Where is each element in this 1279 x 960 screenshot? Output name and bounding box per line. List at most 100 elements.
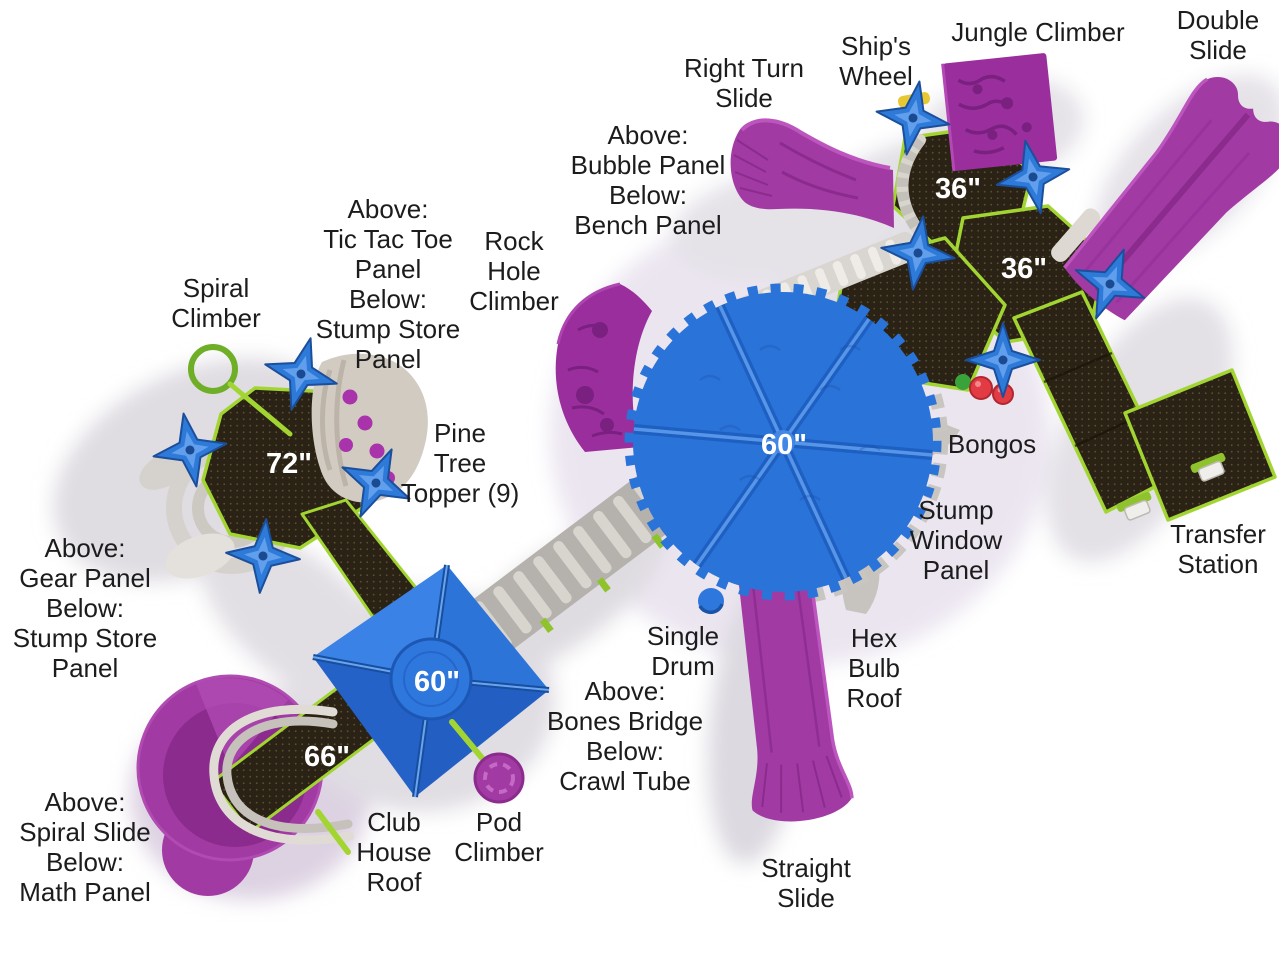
label-single-drum: Single Drum [647, 621, 719, 681]
transfer-station-platform [1123, 368, 1277, 522]
svg-text:Stump Store: Stump Store [13, 623, 158, 653]
size-36-upper: 36" [935, 173, 981, 205]
label-bones-bridge-crawl-tube: Above: Bones Bridge Below: Crawl Tube [547, 676, 703, 796]
size-72: 72" [266, 448, 312, 480]
label-tic-tac-toe-panel: Above: Tic Tac Toe Panel Below: Stump St… [316, 194, 461, 374]
jungle-climber-panel [941, 53, 1058, 172]
label-gear-stump-store-panel: Above: Gear Panel Below: Stump Store Pan… [13, 533, 158, 683]
club-house-roof [312, 564, 550, 798]
svg-text:Station: Station [1178, 549, 1259, 579]
svg-text:Above:: Above: [585, 676, 666, 706]
svg-text:Pod: Pod [476, 807, 522, 837]
svg-text:Math Panel: Math Panel [19, 877, 151, 907]
hub-roof-underrim [804, 393, 949, 604]
svg-text:Crawl Tube: Crawl Tube [559, 766, 691, 796]
size-66-bridge: 66" [304, 741, 350, 773]
svg-text:Straight: Straight [761, 853, 851, 883]
svg-text:Club: Club [367, 807, 420, 837]
label-right-turn-slide: Right Turn Slide [684, 53, 804, 113]
svg-text:Roof: Roof [367, 867, 423, 897]
hex-bulb-roof [624, 283, 942, 601]
svg-text:Double: Double [1177, 5, 1259, 35]
svg-text:Wheel: Wheel [839, 61, 913, 91]
label-bubble-bench-panel: Above: Bubble Panel Below: Bench Panel [571, 120, 726, 240]
label-ships-wheel: Ship's Wheel [839, 31, 913, 91]
size-60-club-roof: 60" [414, 666, 460, 698]
size-60-hex-roof: 60" [761, 429, 807, 461]
spiral-climber [188, 344, 293, 437]
svg-text:Climber: Climber [469, 286, 559, 316]
svg-text:Stump: Stump [918, 495, 993, 525]
svg-text:Bongos: Bongos [948, 429, 1036, 459]
svg-text:Stump Store: Stump Store [316, 314, 461, 344]
svg-text:Bubble Panel: Bubble Panel [571, 150, 726, 180]
svg-text:Slide: Slide [1189, 35, 1247, 65]
svg-text:Hole: Hole [487, 256, 540, 286]
svg-text:Bench Panel: Bench Panel [574, 210, 721, 240]
label-bongos: Bongos [948, 429, 1036, 459]
svg-text:Climber: Climber [171, 303, 261, 333]
single-drum [698, 588, 724, 615]
svg-text:Panel: Panel [923, 555, 990, 585]
svg-text:Above:: Above: [348, 194, 429, 224]
label-club-house-roof: Club House Roof [356, 807, 431, 897]
callout-labels: Right Turn Slide Ship's Wheel Jungle Cli… [13, 5, 1267, 913]
svg-text:Single: Single [647, 621, 719, 651]
svg-text:Above:: Above: [45, 787, 126, 817]
label-pine-tree-topper: Pine Tree Topper (9) [401, 418, 520, 508]
svg-text:Ship's: Ship's [841, 31, 911, 61]
svg-text:Jungle Climber: Jungle Climber [951, 17, 1125, 47]
rock-climber-tan [311, 353, 428, 503]
svg-text:Below:: Below: [46, 593, 124, 623]
svg-text:Tree: Tree [434, 448, 487, 478]
label-rock-hole-climber: Rock Hole Climber [469, 226, 559, 316]
svg-text:Rock: Rock [484, 226, 544, 256]
svg-text:House: House [356, 837, 431, 867]
svg-text:Spiral Slide: Spiral Slide [19, 817, 151, 847]
svg-text:Below:: Below: [349, 284, 427, 314]
svg-text:Spiral: Spiral [183, 273, 249, 303]
svg-text:Bones Bridge: Bones Bridge [547, 706, 703, 736]
deck-size-labels: 72" 36" 36" 60" 60" 66" [266, 173, 1047, 773]
svg-text:Above:: Above: [608, 120, 689, 150]
straight-slide [738, 573, 854, 822]
double-slide-entry-hood [1051, 208, 1101, 262]
label-hex-bulb-roof: Hex Bulb Roof [847, 623, 903, 713]
svg-text:Topper (9): Topper (9) [401, 478, 520, 508]
label-stump-window-panel: Stump Window Panel [910, 495, 1003, 585]
svg-text:Above:: Above: [45, 533, 126, 563]
label-jungle-climber: Jungle Climber [951, 17, 1125, 47]
svg-text:Drum: Drum [651, 651, 715, 681]
label-spiral-climber: Spiral Climber [171, 273, 261, 333]
svg-text:Panel: Panel [355, 344, 422, 374]
svg-text:Roof: Roof [847, 683, 903, 713]
svg-text:Below:: Below: [609, 180, 687, 210]
pod-climber [449, 719, 525, 804]
label-pod-climber: Pod Climber [454, 807, 544, 867]
svg-text:Slide: Slide [777, 883, 835, 913]
svg-text:Gear Panel: Gear Panel [19, 563, 151, 593]
svg-text:Panel: Panel [52, 653, 119, 683]
label-double-slide: Double Slide [1177, 5, 1259, 65]
svg-text:Bulb: Bulb [848, 653, 900, 683]
svg-text:Slide: Slide [715, 83, 773, 113]
size-36-lower: 36" [1001, 253, 1047, 285]
svg-text:Transfer: Transfer [1170, 519, 1266, 549]
svg-text:Climber: Climber [454, 837, 544, 867]
svg-text:Below:: Below: [46, 847, 124, 877]
transfer-step-upper [1190, 452, 1226, 482]
svg-text:Right Turn: Right Turn [684, 53, 804, 83]
svg-text:Hex: Hex [851, 623, 897, 653]
svg-text:Window: Window [910, 525, 1003, 555]
svg-text:Tic Tac Toe: Tic Tac Toe [323, 224, 453, 254]
spiral-slide-entry-rail [209, 704, 355, 855]
right-turn-slide [730, 118, 894, 228]
svg-text:Below:: Below: [586, 736, 664, 766]
label-spiral-slide-math-panel: Above: Spiral Slide Below: Math Panel [19, 787, 151, 907]
svg-text:Pine: Pine [434, 418, 486, 448]
transfer-step-lower [1116, 491, 1152, 521]
label-transfer-station: Transfer Station [1170, 519, 1266, 579]
label-straight-slide: Straight Slide [761, 853, 851, 913]
